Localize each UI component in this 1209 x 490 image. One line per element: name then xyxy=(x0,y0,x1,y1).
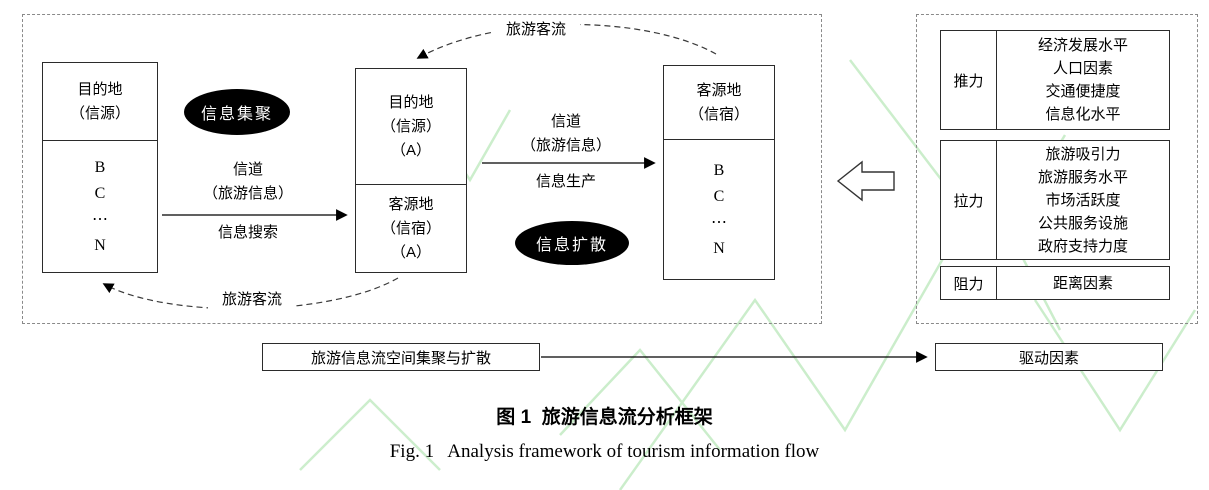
pull-force-label: 拉力 xyxy=(941,141,997,259)
list-item: B xyxy=(94,158,106,176)
middle-node-box: 目的地 （信源） （A） 客源地 （信宿） （A） xyxy=(355,68,467,273)
destination-source-title: 目的地 （信源） xyxy=(43,63,157,141)
tourist-flow-top-label: 旅游客流 xyxy=(492,19,580,41)
box-title-line: 客源地 xyxy=(388,195,434,213)
list-item: 交通便捷度 xyxy=(1045,83,1121,100)
info-aggregation-ellipse: 信息集聚 xyxy=(184,89,290,135)
channel1-line2: （旅游信息） xyxy=(202,185,293,202)
list-item: 政府支持力度 xyxy=(1037,237,1128,255)
list-item: C xyxy=(94,184,106,202)
main-diagram-frame xyxy=(22,14,822,324)
resistance-label: 阻力 xyxy=(941,267,997,299)
origin-sink-items: B C ⋯ N xyxy=(664,140,774,279)
channel1-label: 信道 （旅游信息） xyxy=(177,158,319,206)
box-title-line: （信宿） xyxy=(688,105,749,123)
pull-force-row: 拉力 旅游吸引力 旅游服务水平 市场活跃度 公共服务设施 政府支持力度 xyxy=(940,140,1170,260)
driving-factors-box: 驱动因素 xyxy=(935,343,1163,371)
list-item: 公共服务设施 xyxy=(1037,214,1128,232)
list-item: 距离因素 xyxy=(1052,274,1113,292)
list-item: 经济发展水平 xyxy=(1037,37,1128,54)
destination-source-items: B C ⋯ N xyxy=(43,141,157,272)
watermark-stroke xyxy=(559,348,721,451)
list-item: N xyxy=(713,239,725,257)
box-title-line: （A） xyxy=(390,141,431,159)
middle-destination-section: 目的地 （信源） （A） xyxy=(356,69,466,186)
box-title-line: （信源） xyxy=(69,104,130,122)
list-item: 人口因素 xyxy=(1052,60,1113,77)
box-title-line: （信源） xyxy=(380,117,441,135)
list-item: 市场活跃度 xyxy=(1045,191,1121,209)
destination-source-box: 目的地 （信源） B C ⋯ N xyxy=(42,62,158,273)
info-search-label: 信息搜索 xyxy=(217,224,278,241)
box-title-line: 客源地 xyxy=(696,81,742,99)
list-item: C xyxy=(713,187,725,205)
push-force-label: 推力 xyxy=(941,31,997,129)
origin-sink-title: 客源地 （信宿） xyxy=(664,66,774,140)
channel2-line1: 信道 xyxy=(550,113,581,130)
box-title-line: （信宿） xyxy=(380,219,441,237)
list-item: ⋯ xyxy=(92,210,108,228)
figure-caption-zh: 图 1 旅游信息流分析框架 xyxy=(496,407,713,428)
pull-force-items: 旅游吸引力 旅游服务水平 市场活跃度 公共服务设施 政府支持力度 xyxy=(997,141,1169,259)
spatial-aggregation-box: 旅游信息流空间集聚与扩散 xyxy=(262,343,540,371)
list-item: 旅游吸引力 xyxy=(1045,145,1121,163)
block-arrow-left-icon xyxy=(836,160,895,202)
figure-caption-en: Fig. 1 Analysis framework of tourism inf… xyxy=(389,441,820,462)
resistance-items: 距离因素 xyxy=(997,267,1169,299)
info-diffusion-ellipse: 信息扩散 xyxy=(515,221,629,265)
tourist-flow-bottom-label: 旅游客流 xyxy=(208,289,296,311)
push-force-row: 推力 经济发展水平 人口因素 交通便捷度 信息化水平 xyxy=(940,30,1170,130)
watermark-stroke xyxy=(299,398,441,471)
middle-origin-section: 客源地 （信宿） （A） xyxy=(356,185,466,272)
push-force-items: 经济发展水平 人口因素 交通便捷度 信息化水平 xyxy=(997,31,1169,129)
channel2-label: 信道 （旅游信息） xyxy=(495,110,637,158)
channel1-line1: 信道 xyxy=(232,161,263,178)
list-item: 信息化水平 xyxy=(1045,106,1121,123)
origin-sink-box: 客源地 （信宿） B C ⋯ N xyxy=(663,65,775,280)
list-item: 旅游服务水平 xyxy=(1037,168,1128,186)
drivers-panel-frame xyxy=(916,14,1198,324)
list-item: N xyxy=(94,236,106,254)
list-item: B xyxy=(713,161,725,179)
resistance-row: 阻力 距离因素 xyxy=(940,266,1170,300)
box-title-line: 目的地 xyxy=(388,93,434,111)
box-title-line: 目的地 xyxy=(77,80,123,98)
channel2-line2: （旅游信息） xyxy=(520,137,611,154)
box-title-line: （A） xyxy=(390,243,431,261)
info-production-label: 信息生产 xyxy=(535,173,596,190)
tourist-flow-arc-top xyxy=(416,23,717,59)
list-item: ⋯ xyxy=(711,213,727,231)
